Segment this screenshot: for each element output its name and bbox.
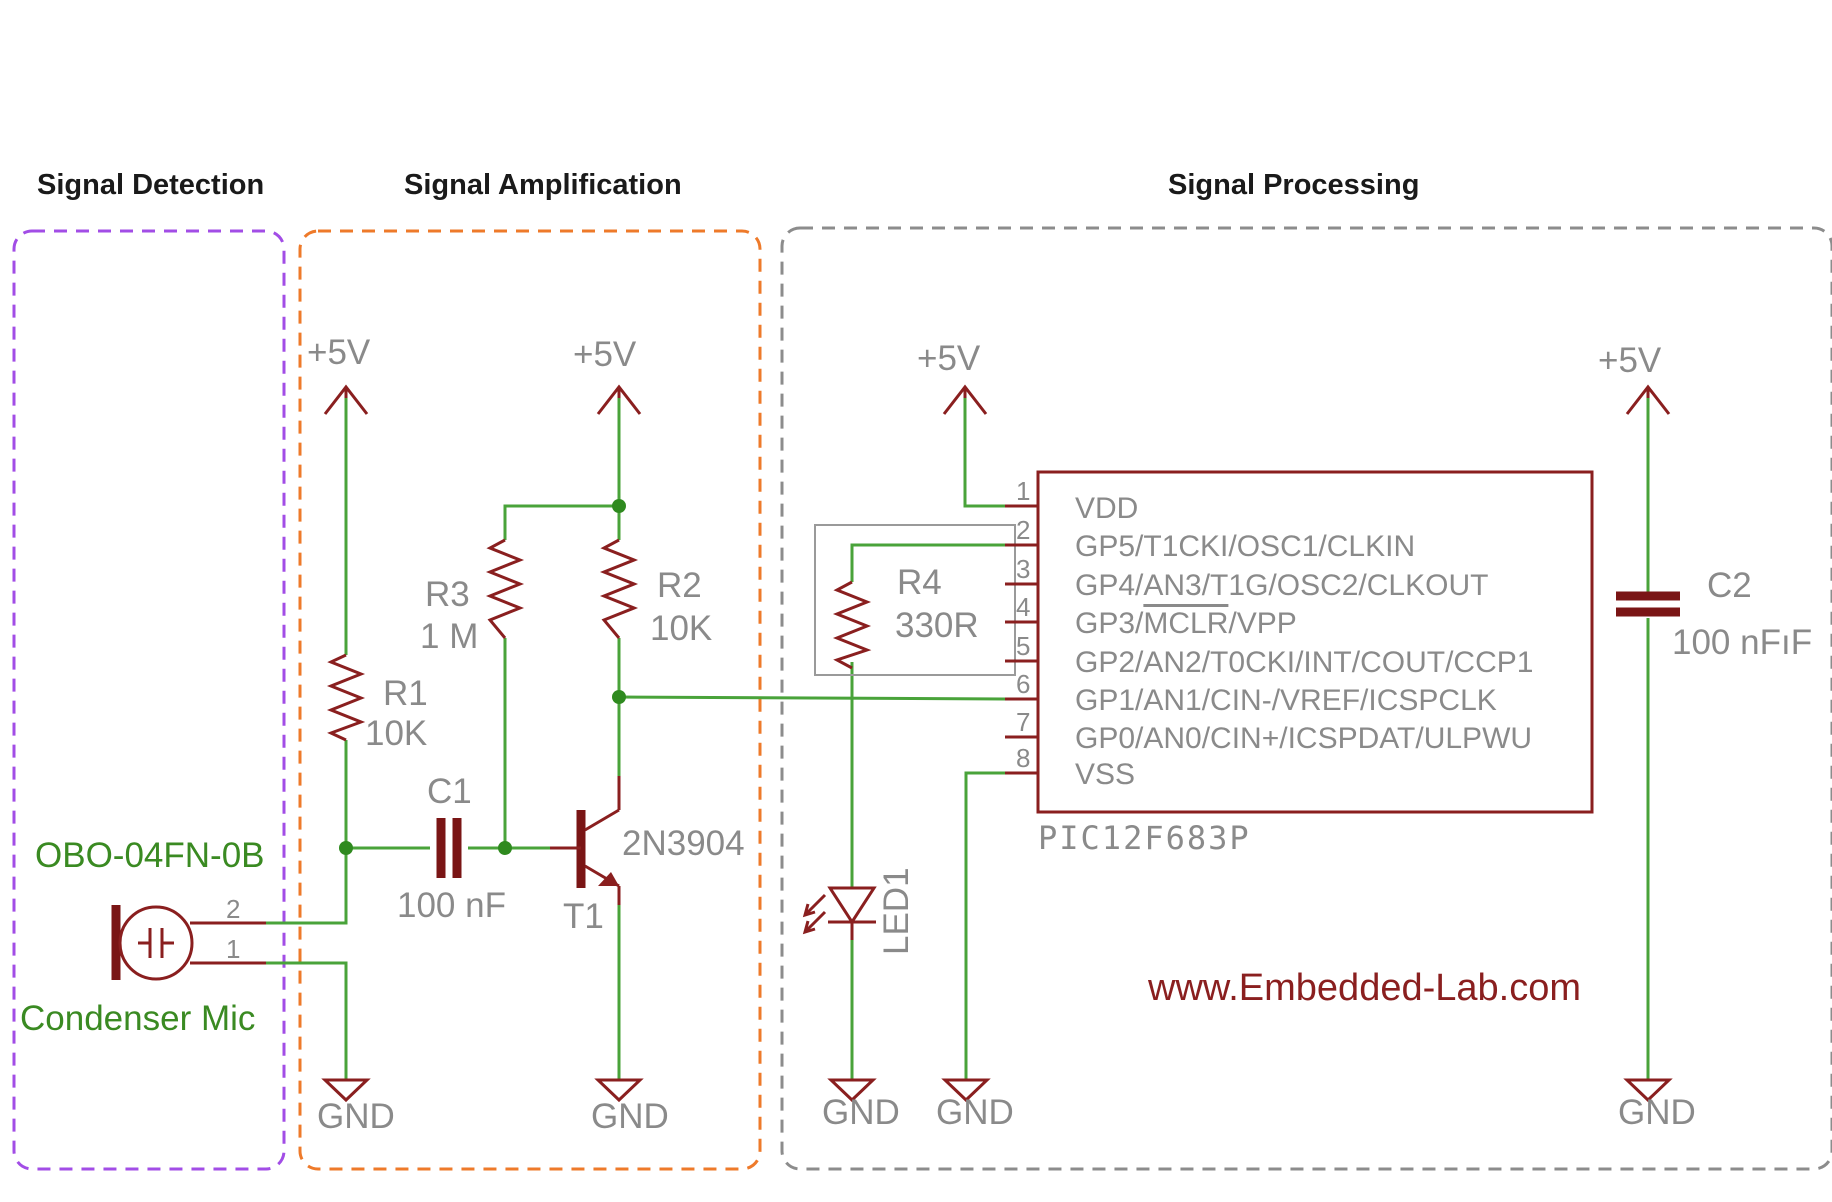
chip-pin-number: 2 (1016, 515, 1030, 545)
chip-pin-label: GP4/AN3/T1G/OSC2/CLKOUT (1075, 569, 1488, 602)
capacitor-c2: C2 100 nFıF (1616, 566, 1812, 662)
c2-ref: C2 (1707, 566, 1752, 605)
detection-section-box (12, 229, 286, 1171)
chip-pin-label: GP3/MCLR/VPP (1075, 607, 1297, 640)
amplification-section-box (298, 229, 762, 1171)
chip-pin-number: 1 (1016, 476, 1030, 506)
chip-name: PIC12F683P (1038, 819, 1251, 857)
gnd-label: GND (317, 1097, 395, 1136)
chip-pin-label-suffix: /VPP (1228, 607, 1296, 640)
section-title-amplification: Signal Amplification (404, 169, 682, 201)
chip-body (1036, 470, 1594, 814)
vcc-label: +5V (573, 335, 637, 374)
processing-section-box (780, 226, 1832, 1171)
chip-pin-label: GP2/AN2/T0CKI/INT/COUT/CCP1 (1075, 646, 1533, 679)
chip-pin-number: 3 (1016, 554, 1030, 584)
gnd-symbol: GND (1618, 1078, 1696, 1132)
t1-part: 2N3904 (622, 824, 745, 863)
led-led1: LED1 (802, 867, 916, 955)
vcc-arrow: +5V (573, 335, 642, 415)
chip-pin-number: 7 (1016, 707, 1030, 737)
r2-value: 10K (650, 609, 712, 648)
c1-ref: C1 (427, 772, 472, 811)
chip-pin-label: GP0/AN0/CIN+/ICSPDAT/ULPWU (1075, 722, 1532, 755)
r4-highlight-box (814, 524, 1016, 676)
gnd-label: GND (822, 1093, 900, 1132)
r4-ref: R4 (897, 563, 942, 602)
chip-pin-label: VDD (1075, 492, 1138, 525)
section-title-processing: Signal Processing (1168, 169, 1419, 201)
chip-pin-label: VSS (1075, 758, 1135, 791)
junction-node (498, 841, 512, 855)
gnd-symbol: GND (591, 1078, 669, 1136)
pic12f683p-chip: 1 2 3 4 5 6 7 8 VDD GP5/T1CKI/OSC1/CLKIN… (1005, 470, 1594, 857)
condenser-mic: 2 1 OBO-04FN-0B Condenser Mic (20, 836, 266, 1038)
chip-pin-number: 5 (1016, 631, 1030, 661)
r4-value: 330R (895, 606, 979, 645)
t1-ref: T1 (563, 897, 604, 936)
r3-value: 1 M (420, 617, 478, 656)
mic-pin2-label: 2 (226, 894, 240, 924)
r1-ref: R1 (383, 674, 428, 713)
mic-pin1-label: 1 (226, 934, 240, 964)
gnd-label: GND (1618, 1093, 1696, 1132)
chip-pin-label: GP5/T1CKI/OSC1/CLKIN (1075, 530, 1415, 563)
resistor-r1: R1 10K (326, 653, 428, 753)
c1-value: 100 nF (397, 886, 506, 925)
section-title-detection: Signal Detection (37, 169, 264, 201)
chip-pin-number: 4 (1016, 592, 1030, 622)
transistor-t1: 2N3904 T1 (550, 776, 745, 936)
gnd-symbol: GND (936, 1078, 1014, 1132)
chip-pin-number: 6 (1016, 669, 1030, 699)
chip-pin-label: GP1/AN1/CIN-/VREF/ICSPCLK (1075, 684, 1497, 717)
gnd-label: GND (936, 1093, 1014, 1132)
vcc-label: +5V (1598, 341, 1662, 380)
vcc-label: +5V (917, 339, 981, 378)
chip-pin-label-overline: MCLR (1143, 607, 1228, 640)
vcc-arrow: +5V (1598, 341, 1671, 415)
junction-node (612, 690, 626, 704)
r1-value: 10K (365, 714, 427, 753)
resistor-r2: R2 10K (599, 538, 712, 648)
led1-ref: LED1 (877, 867, 916, 955)
mic-name: Condenser Mic (20, 999, 255, 1038)
vcc-arrow: +5V (307, 333, 371, 415)
gnd-symbol: GND (822, 1078, 900, 1132)
gnd-label: GND (591, 1097, 669, 1136)
mic-part-number: OBO-04FN-0B (35, 836, 265, 875)
resistor-r4: R4 330R (832, 563, 979, 670)
chip-pin-label-prefix: GP3/ (1075, 607, 1144, 640)
junction-node (612, 499, 626, 513)
vcc-arrow: +5V (917, 339, 988, 415)
capacitor-c1: C1 100 nF (397, 772, 506, 925)
junction-node (339, 841, 353, 855)
r2-ref: R2 (657, 566, 702, 605)
resistor-r3: R3 1 M (420, 538, 525, 656)
website-url: www.Embedded-Lab.com (1147, 967, 1581, 1009)
chip-pin-number: 8 (1016, 743, 1030, 773)
junction-nodes (339, 499, 626, 855)
c2-value: 100 nFıF (1672, 623, 1812, 662)
r3-ref: R3 (425, 575, 470, 614)
vcc-label: +5V (307, 333, 371, 372)
chip-pin-stubs (1005, 504, 1038, 775)
gnd-symbol: GND (317, 1078, 395, 1136)
